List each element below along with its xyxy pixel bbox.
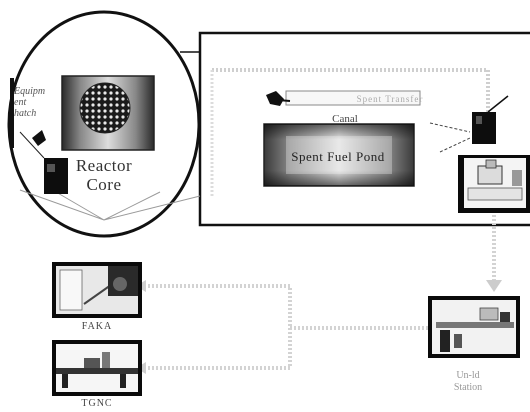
reactor-core-label: Reactor Core <box>40 156 168 194</box>
reactor-core-fuel-pattern <box>80 83 130 133</box>
canal-equipment <box>266 91 284 106</box>
path-to-bottom-site <box>146 328 290 368</box>
storage-site-label-bottom: TGNC <box>52 399 142 409</box>
canal-label: Canal <box>310 114 380 125</box>
path-unloading-to-sites <box>146 286 428 328</box>
storage-site-label-top: FAKA <box>52 322 142 332</box>
equipment-hatch-label: Equipm ent hatch <box>14 86 70 119</box>
canal-channel-label: Spent Transfer <box>330 95 450 104</box>
transfer-equipment <box>472 112 496 144</box>
spent-fuel-pond-label: Spent Fuel Pond <box>264 150 412 163</box>
unloading-station-label: Un-ld Station <box>436 370 500 394</box>
